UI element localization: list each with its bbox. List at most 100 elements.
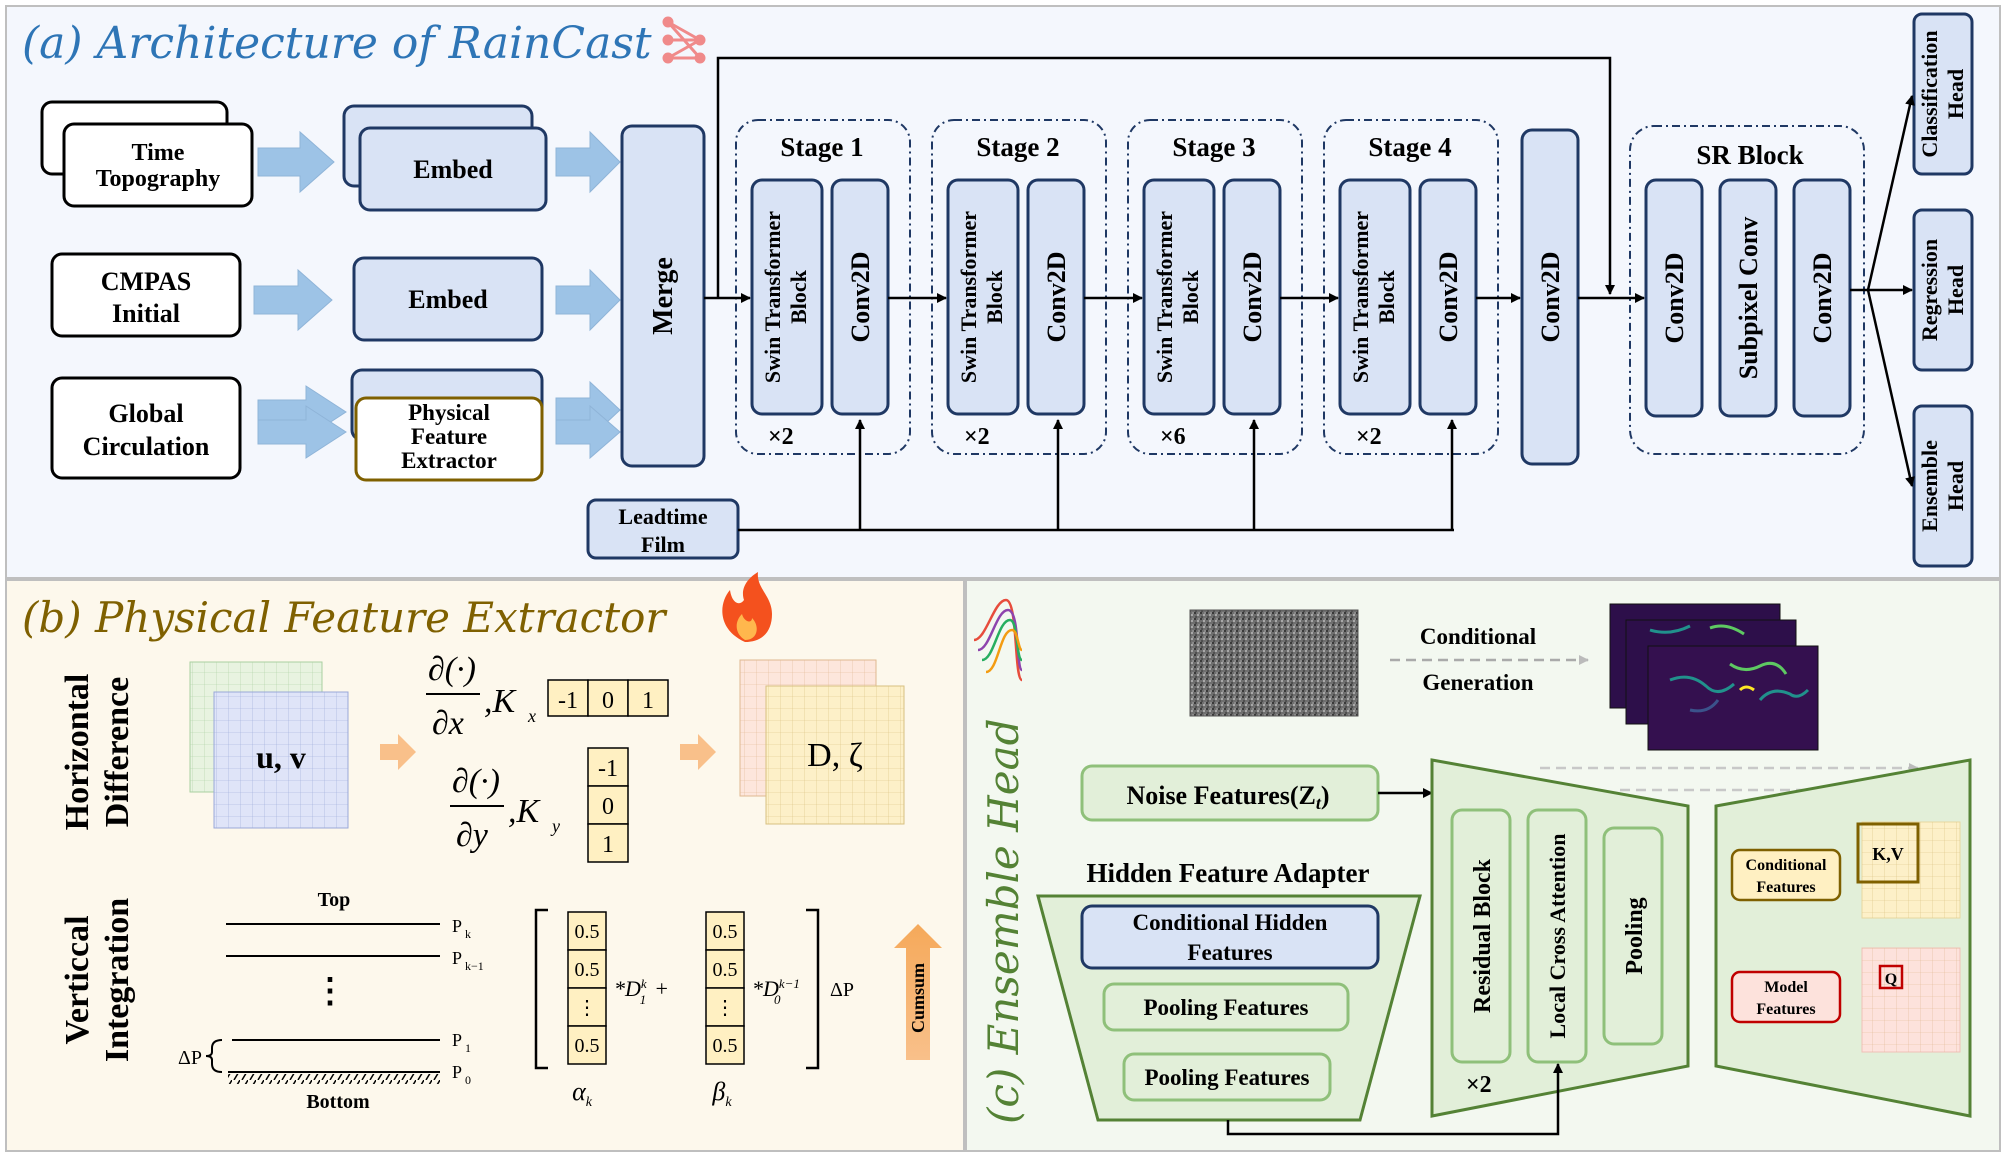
level-labels: P k P k−1 P 1 P 0 [452, 916, 484, 1087]
cond-hidden-label-1: Conditional Hidden [1133, 910, 1328, 935]
ky-1: 0 [602, 794, 614, 820]
global-label: Global [108, 399, 183, 428]
stage2-repeat: ×2 [964, 424, 990, 450]
sr-conv2d-1-label: Conv2D [1660, 252, 1689, 343]
global-circ-box [50, 376, 242, 480]
stage1-label: Stage 1 [780, 132, 863, 162]
local-cross-attention-block [1526, 808, 1588, 1064]
cmpas-label: CMPAS [101, 267, 192, 296]
time-topo-box [62, 122, 254, 208]
distribution-icon [973, 598, 1024, 682]
beta-2: ⋮ [715, 997, 735, 1019]
matrix-left-bracket [534, 908, 548, 1070]
p1-label: P [452, 1030, 462, 1050]
kx-2: 1 [642, 688, 654, 714]
partial-x-num: ∂(·) [428, 651, 476, 688]
horizontal-label: Horizontal [59, 674, 96, 831]
panel-a-connectors [704, 56, 1915, 532]
stage3-label: Stage 3 [1172, 132, 1255, 162]
initial-label: Initial [112, 299, 180, 328]
partial-y-formula: ∂(·) ∂y ,K y [450, 763, 560, 854]
stage1-swin-label-2: Block [786, 269, 811, 324]
stage2-blocks: Swin Transformer Block Conv2D ×2 [946, 178, 1086, 450]
embed-top-label: Embed [413, 155, 493, 184]
sr-subpixel [1718, 178, 1778, 418]
stage3-repeat: ×6 [1160, 424, 1186, 450]
orange-arrow-1 [380, 734, 416, 770]
delta-p-brace [205, 1039, 223, 1073]
stage3-swin-label-1: Swin Transformer [1152, 211, 1177, 383]
p1-sub: 1 [465, 1041, 471, 1055]
beta-3: 0.5 [713, 1035, 738, 1057]
pfe-label-3: Extractor [401, 448, 497, 473]
stage3-swin-label-2: Block [1178, 269, 1203, 324]
dz-label: D, ζ [807, 737, 863, 774]
ground-hatch [228, 1074, 440, 1084]
stage1-blocks: Swin Transformer Block Conv2D ×2 [750, 178, 890, 450]
model-features-label-1: Model [1764, 979, 1808, 996]
stage2-label: Stage 2 [976, 132, 1059, 162]
stage4-swin-label-2: Block [1374, 269, 1399, 324]
noise-image [1189, 609, 1359, 717]
merge-box [620, 124, 706, 468]
ky-0: -1 [598, 756, 618, 782]
conditional-features-box [1730, 848, 1842, 902]
level-dots: ⋮ [313, 973, 347, 1010]
sr-block-label: SR Block [1696, 140, 1803, 170]
leadtime-label: Leadtime [618, 504, 707, 529]
integration-label: Integration [99, 898, 136, 1062]
cond-hidden-features-box [1080, 904, 1380, 970]
alpha-vector: 0.5 0.5 ⋮ 0.5 [567, 911, 607, 1065]
pfe-box [354, 396, 544, 482]
kx-symbol: ,K [484, 683, 518, 720]
orange-arrow-2 [680, 734, 716, 770]
delta-p-right: ΔP [830, 979, 854, 1001]
alpha-1: 0.5 [575, 959, 600, 981]
ens-label-2: Head [1943, 461, 1968, 511]
cmpas-box [50, 252, 242, 338]
beta-vector: 0.5 0.5 ⋮ 0.5 [705, 911, 745, 1065]
model-features-box [1730, 970, 1842, 1024]
p0-label: P [452, 1062, 462, 1082]
kv-label: K,V [1872, 844, 1904, 864]
beta-0: 0.5 [713, 921, 738, 943]
pooling-label: Pooling [1622, 897, 1648, 974]
residual-label: Residual Block [1470, 858, 1496, 1013]
p0-sub: 0 [465, 1073, 471, 1087]
noise-features-label: Noise Features(Zt) [1126, 781, 1329, 813]
embed-mid-box [352, 256, 544, 342]
stage3-blocks: Swin Transformer Block Conv2D ×6 [1142, 178, 1282, 450]
embed-mid-label: Embed [408, 285, 488, 314]
sr-conv2d-2-label: Conv2D [1808, 252, 1837, 343]
stage2-swin-label-1: Swin Transformer [956, 211, 981, 383]
stage1-container [735, 119, 911, 455]
sr-conv2d-2 [1792, 178, 1852, 418]
stage4-repeat: ×2 [1356, 424, 1382, 450]
delta-p-left: ΔP [178, 1047, 202, 1069]
stage4-container [1323, 119, 1499, 455]
output-image-3 [1647, 645, 1819, 751]
stage2-container [931, 119, 1107, 455]
pk-label: P [452, 916, 462, 936]
pooling-features-label-1: Pooling Features [1143, 995, 1308, 1020]
pfe-label-1: Physical [408, 400, 490, 425]
dz-grid-front-lines [766, 686, 904, 824]
ensemble-output-images [1609, 603, 1819, 751]
film-label: Film [641, 532, 685, 557]
pooling-features-box-1 [1102, 982, 1350, 1032]
final-conv2d-label: Conv2D [1536, 251, 1565, 342]
cond-gen-label-2: Generation [1422, 670, 1533, 695]
uv-label: u, v [256, 739, 306, 775]
stage4-blocks: Swin Transformer Block Conv2D ×2 [1338, 178, 1478, 450]
ens-label-1: Ensemble [1917, 440, 1942, 532]
partial-x-den: ∂x [432, 705, 464, 742]
stage3-swin-block [1142, 178, 1216, 416]
sr-subpixel-label: Subpixel Conv [1734, 217, 1763, 380]
stage1-conv2d-label: Conv2D [846, 251, 875, 342]
fire-icon [722, 572, 772, 642]
panel-a-title: (a) Architecture of RainCast [22, 18, 652, 69]
stage4-swin-block [1338, 178, 1412, 416]
bottom-label: Bottom [306, 1091, 370, 1113]
